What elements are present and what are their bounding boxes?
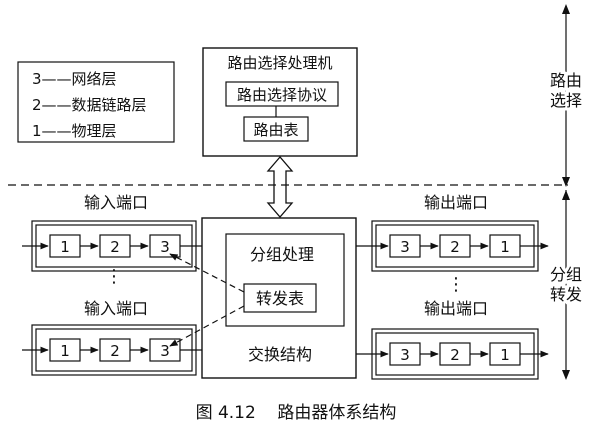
plane-axis xyxy=(562,4,570,380)
routing-protocol-box: 路由选择协议 xyxy=(237,86,327,104)
output-ports-ellipsis: ⋮ xyxy=(447,274,465,295)
legend: 3——网络层 2——数据链路层 1——物理层 xyxy=(17,61,175,143)
output-port-label-bottom: 输出端口 xyxy=(424,299,488,318)
routing-processor-title: 路由选择处理机 xyxy=(227,54,332,72)
switch-fabric-label: 交换结构 xyxy=(248,345,312,364)
input-top-layer-3: 3 xyxy=(160,238,170,256)
input-port-top: 1 2 3 xyxy=(22,220,202,272)
routing-processor: 路由选择处理机 路由选择协议 路由表 xyxy=(202,47,358,157)
routing-plane-label-1: 路由 xyxy=(550,71,582,90)
output-bottom-layer-2: 2 xyxy=(450,346,460,364)
legend-layer-2: 2——数据链路层 xyxy=(32,96,147,114)
output-top-layer-3: 3 xyxy=(400,238,410,256)
output-port-top: 3 2 1 xyxy=(356,220,549,272)
packet-processing-label: 分组处理 xyxy=(250,245,314,264)
output-top-layer-1: 1 xyxy=(500,238,510,256)
switch-fabric: 分组处理 转发表 交换结构 xyxy=(201,217,357,379)
input-port-bottom: 1 2 3 xyxy=(22,324,202,376)
routing-plane-label-2: 选择 xyxy=(550,91,582,110)
input-top-layer-1: 1 xyxy=(60,238,70,256)
input-ports-ellipsis: ⋮ xyxy=(105,266,123,287)
legend-layer-3: 3——网络层 xyxy=(32,70,117,88)
input-top-layer-2: 2 xyxy=(110,238,120,256)
lookup-line-top xyxy=(169,253,245,293)
legend-layer-1: 1——物理层 xyxy=(32,122,117,140)
output-bottom-layer-3: 3 xyxy=(400,346,410,364)
bidirectional-arrow xyxy=(266,156,294,218)
input-bottom-layer-2: 2 xyxy=(110,342,120,360)
figure-caption: 图 4.12 路由器体系结构 xyxy=(196,403,397,423)
output-bottom-layer-1: 1 xyxy=(500,346,510,364)
input-port-label-top: 输入端口 xyxy=(84,193,148,212)
input-bottom-layer-1: 1 xyxy=(60,342,70,360)
output-top-layer-2: 2 xyxy=(450,238,460,256)
lookup-line-bottom xyxy=(169,305,245,347)
forwarding-plane-label-2: 转发 xyxy=(550,285,582,304)
output-port-bottom: 3 2 1 xyxy=(356,328,549,380)
forwarding-table-box: 转发表 xyxy=(256,289,304,308)
input-port-label-bottom: 输入端口 xyxy=(84,299,148,318)
input-bottom-layer-3: 3 xyxy=(160,342,170,360)
forwarding-plane-label-1: 分组 xyxy=(550,265,582,284)
routing-table-box: 路由表 xyxy=(253,121,298,139)
output-port-label-top: 输出端口 xyxy=(424,193,488,212)
